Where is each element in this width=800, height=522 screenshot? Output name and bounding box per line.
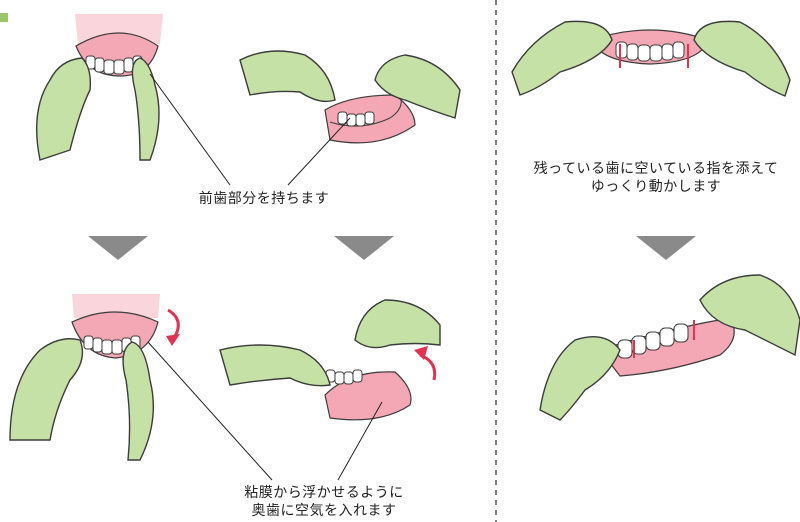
leader-line	[337, 401, 383, 481]
left-glove-top	[219, 344, 331, 387]
denture-teeth	[83, 335, 141, 355]
denture-teeth	[615, 41, 685, 62]
panel-fingers-on-teeth	[511, 20, 791, 97]
caption-fingers-line1: 残っている歯に空いている指を添えて	[533, 161, 779, 177]
face-pink-top	[72, 294, 160, 318]
left-glove	[36, 57, 92, 161]
step-arrow-down	[636, 236, 696, 260]
leader-line	[147, 341, 273, 481]
step-arrow-down	[88, 236, 148, 260]
panel-lift-top-view	[219, 299, 441, 421]
right-glove	[122, 341, 154, 461]
caption-fingers-line2: ゆっくり動かします	[590, 179, 722, 195]
caption-fingers: 残っている歯に空いている指を添えて ゆっくり動かします	[512, 160, 800, 196]
caption-hold-front: 前歯部分を持ちます	[198, 191, 330, 207]
leader-line	[149, 73, 231, 186]
panel-lift-front-view	[9, 294, 180, 461]
caption-air: 粘膜から浮かせるように 奥歯に空気を入れます	[226, 484, 422, 520]
left-glove	[539, 336, 621, 421]
left-glove-top	[239, 50, 336, 103]
panel-hold-front-top-view	[239, 50, 461, 144]
leader-line	[287, 117, 351, 186]
denture-teeth-top	[337, 111, 375, 127]
denture-teeth	[617, 323, 689, 359]
panel-hold-front-front-view	[36, 14, 163, 161]
rotate-arrow-head	[166, 334, 180, 346]
caption-air-line2: 奥歯に空気を入れます	[251, 503, 397, 519]
right-glove	[699, 274, 800, 357]
right-glove-top	[354, 299, 441, 349]
panel-move-slowly	[539, 274, 800, 421]
denture-teeth-top	[325, 369, 363, 385]
left-glove	[511, 20, 613, 96]
right-glove	[693, 20, 791, 97]
corner-mark	[0, 13, 8, 22]
rotate-arrow-head	[414, 346, 428, 360]
caption-air-line1: 粘膜から浮かせるように	[244, 485, 404, 501]
step-arrow-down	[334, 236, 394, 260]
right-glove	[131, 57, 160, 161]
rotate-arrow	[419, 353, 437, 381]
rotate-arrow	[167, 308, 180, 339]
left-glove	[9, 338, 84, 441]
right-glove-top	[374, 54, 461, 119]
